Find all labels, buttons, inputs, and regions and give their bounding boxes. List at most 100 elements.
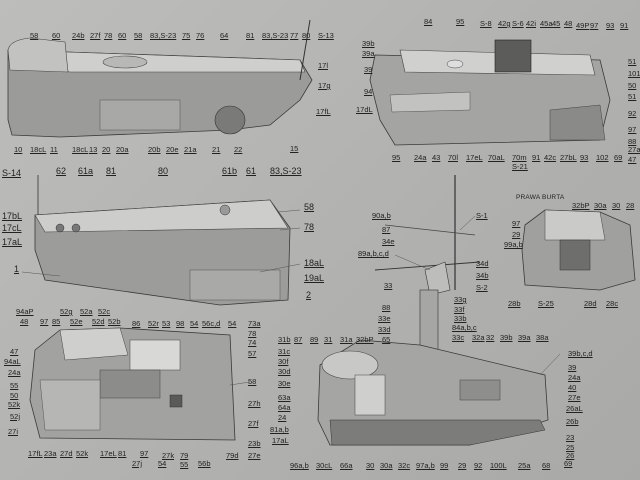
part-label: 63a	[278, 393, 291, 402]
part-label: 38a	[536, 333, 549, 342]
part-label: 75	[182, 31, 191, 40]
part-label: 52k	[8, 400, 21, 409]
part-label: 94aP	[16, 307, 34, 316]
part-label: 17eL	[466, 153, 483, 162]
part-label: 69	[564, 459, 573, 468]
part-label: 1	[14, 264, 20, 274]
part-label: 28c	[606, 299, 619, 308]
part-label: 19aL	[304, 273, 325, 283]
part-label: 34e	[382, 237, 395, 246]
part-label: 17fL	[28, 449, 43, 458]
part-label: 57	[248, 349, 257, 358]
part-label: 18cL	[30, 145, 47, 154]
part-label: 32a	[472, 333, 485, 342]
part-label: S-25	[538, 299, 554, 308]
part-label: 98	[176, 319, 185, 328]
part-label: 52k	[76, 449, 89, 458]
part-label: 39a	[518, 333, 531, 342]
part-label: 17aL	[2, 237, 23, 247]
part-label: 34d	[476, 259, 489, 268]
part-label: 70aL	[488, 153, 505, 162]
part-label: 39	[364, 65, 373, 74]
part-label: 43	[432, 153, 441, 162]
part-label: 30f	[278, 357, 289, 366]
part-label: 2	[306, 290, 312, 300]
part-label: 78	[304, 222, 315, 232]
part-label: 93	[606, 21, 615, 30]
part-label: 51	[628, 92, 637, 101]
part-label: 33c	[452, 333, 465, 342]
part-label: 27a	[628, 145, 640, 154]
part-label: 87	[294, 335, 303, 344]
part-label: S-1	[476, 211, 488, 220]
part-label: 70m	[512, 153, 527, 162]
part-label: 97a,b	[416, 461, 435, 470]
part-label: 31	[324, 335, 333, 344]
part-label: 78	[104, 31, 113, 40]
part-label: 39b,c,d	[568, 349, 593, 358]
part-label: 23a	[44, 449, 57, 458]
part-label: 24b	[72, 31, 85, 40]
leader-lines	[21, 209, 561, 386]
part-label: 76	[196, 31, 205, 40]
part-label: 17l	[318, 61, 329, 70]
part-label: 47	[10, 347, 19, 356]
part-label: 50	[628, 81, 637, 90]
side-wall-part	[521, 209, 636, 291]
part-label: 55	[10, 381, 19, 390]
part-label: 55	[180, 460, 189, 469]
part-label: 32bP	[572, 201, 590, 210]
part-label: 33b	[454, 314, 467, 323]
part-label: 27f	[90, 31, 101, 40]
part-label: 68	[542, 461, 551, 470]
part-label: 81	[246, 31, 255, 40]
part-label: 28	[626, 201, 635, 210]
part-label: 79	[180, 451, 189, 460]
part-label: 30	[612, 201, 621, 210]
part-label: 17g	[318, 81, 331, 90]
part-label: 64a	[278, 403, 291, 412]
part-label: 84a,b,c	[452, 323, 477, 332]
part-label: 58	[30, 31, 39, 40]
part-label: 92	[474, 461, 483, 470]
part-label: 83,S-23	[150, 31, 177, 40]
part-label: 52c	[98, 307, 111, 316]
part-label: 30a	[380, 461, 393, 470]
part-label: 48	[20, 317, 29, 326]
part-label: 25	[566, 443, 575, 452]
part-label: 86	[132, 319, 141, 328]
part-label: 24	[278, 413, 287, 422]
part-label: 89	[310, 335, 319, 344]
mast-part	[374, 175, 481, 366]
part-label: 24a	[8, 368, 21, 377]
part-label: 52d	[92, 317, 105, 326]
part-label: 69	[614, 153, 623, 162]
part-label: 64	[220, 31, 229, 40]
bow-hull-part	[369, 39, 611, 146]
part-label: 30e	[278, 379, 291, 388]
part-label: 18aL	[304, 258, 325, 268]
part-label: 27e	[248, 451, 261, 460]
part-label: 66a	[340, 461, 353, 470]
part-label: 29	[512, 230, 521, 239]
part-label: 80	[302, 31, 311, 40]
part-label: 97	[628, 125, 637, 134]
part-label: S-21	[512, 162, 528, 171]
part-label: 39a	[362, 49, 375, 58]
part-label: 24a	[568, 373, 581, 382]
part-label: 20b	[148, 145, 161, 154]
part-label: 56b	[198, 459, 211, 468]
part-label: 17eL	[100, 449, 117, 458]
part-label: 26aL	[566, 404, 583, 413]
part-label: 17dL	[356, 105, 373, 114]
part-label: 28d	[584, 299, 597, 308]
part-label: 61a	[78, 166, 94, 176]
part-label: 17bL	[2, 211, 23, 221]
title-label: PRAWA BURTA	[516, 194, 565, 201]
part-label: 22	[234, 145, 243, 154]
stern-hull-part	[7, 19, 313, 138]
part-label: 81a,b	[270, 425, 289, 434]
part-label: 80	[158, 166, 169, 176]
part-label: 49P	[576, 21, 590, 30]
